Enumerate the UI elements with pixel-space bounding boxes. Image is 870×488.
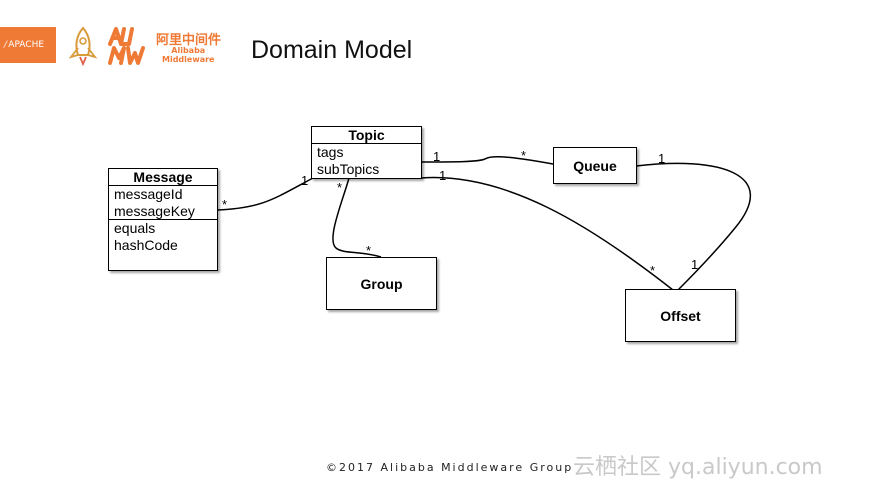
offset-label: Offset [660, 307, 701, 324]
message-method-equals: equals [114, 220, 156, 236]
offset-box: Offset [625, 289, 736, 342]
multiplicity-queue-to-offset: 1 [658, 151, 666, 166]
message-attr-messageid: messageId [114, 186, 183, 202]
multiplicity-topic-to-queue: 1 [433, 149, 441, 164]
alibaba-middleware-mark [108, 26, 154, 69]
multiplicity-queue-side: * [521, 148, 527, 163]
multiplicity-topic-to-group: * [337, 180, 343, 195]
topic-attr-subtopics: subTopics [317, 160, 380, 177]
message-method-hashcode: hashCode [114, 236, 178, 253]
rocket-icon [68, 26, 98, 66]
multiplicity-topic-to-message: 1 [301, 173, 309, 188]
message-attr-messagekey: messageKey [114, 202, 195, 219]
multiplicity-message-side: * [222, 197, 228, 212]
alibaba-middleware-en-text: Alibaba Middleware [162, 46, 214, 64]
slide-title: Domain Model [251, 36, 413, 64]
site-watermark: 云栖社区 yq.aliyun.com [573, 455, 823, 480]
alibaba-text: Alibaba [171, 46, 206, 55]
feather-icon: / [4, 40, 8, 50]
multiplicity-topic-to-offset: 1 [439, 168, 447, 183]
message-attributes: messageId messageKey [109, 186, 217, 220]
topic-queue-line [420, 155, 554, 165]
apache-logo: /APACHE [0, 27, 56, 63]
copyright-footer: ©2017 Alibaba Middleware Group [326, 461, 574, 474]
topic-class-name: Topic [312, 127, 421, 144]
group-box: Group [326, 257, 437, 310]
queue-offset-line [635, 162, 751, 291]
message-methods: equals hashCode [109, 220, 217, 253]
multiplicity-offset-from-topic: * [650, 263, 656, 278]
middleware-text: Middleware [162, 55, 215, 64]
queue-box: Queue [553, 147, 637, 184]
multiplicity-offset-from-queue: 1 [691, 257, 699, 272]
multiplicity-group-side: * [366, 243, 372, 258]
apache-logo-text: APACHE [8, 40, 45, 50]
group-label: Group [360, 275, 403, 292]
topic-group-line [332, 177, 382, 258]
message-topic-line [216, 177, 314, 211]
topic-offset-line [420, 176, 674, 291]
message-class-box: Message messageId messageKey equals hash… [108, 168, 218, 271]
ali-mw-mark-icon [108, 27, 145, 65]
topic-class-box: Topic tags subTopics [311, 126, 422, 179]
alibaba-middleware-logo: 阿里中间件 Alibaba Middleware [108, 26, 228, 66]
queue-label: Queue [573, 157, 617, 174]
alibaba-middleware-cn-text: 阿里中间件 [156, 33, 222, 48]
topic-attr-tags: tags [317, 144, 344, 160]
message-class-name: Message [109, 169, 217, 186]
topic-attributes: tags subTopics [312, 144, 421, 177]
